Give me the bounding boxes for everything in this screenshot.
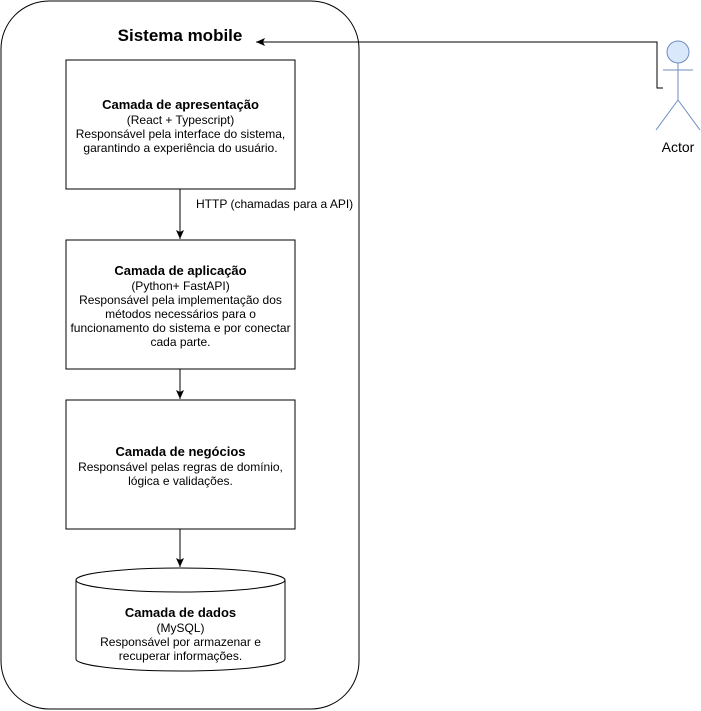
presentation-layer-line: (React + Typescript) (126, 113, 235, 127)
business-layer-line: Responsável pelas regras de domínio, (78, 460, 283, 474)
application-layer-line: (Python+ FastAPI) (131, 279, 230, 293)
application-layer-line: Responsável pela implementação dos (79, 293, 282, 307)
application-layer-title: Camada de aplicação (114, 263, 247, 278)
data-layer-cylinder[interactable] (75, 567, 286, 672)
business-layer-line: lógica e validações. (128, 474, 233, 488)
business-layer-title: Camada de negócios (115, 444, 246, 459)
presentation-layer-text: Camada de apresentação (React + Typescri… (66, 97, 295, 155)
application-layer-line: cada parte. (150, 335, 211, 349)
data-layer-line: Responsável por armazenar e (100, 635, 261, 649)
data-layer-text: Camada de dados (MySQL) Responsável por … (76, 605, 285, 663)
presentation-layer-line: Responsável pela interface do sistema, (75, 127, 286, 141)
data-layer-line: recuperar informações. (118, 649, 243, 663)
actor-connector-arrow (256, 38, 663, 89)
http-label: HTTP (chamadas para a API) (196, 197, 354, 211)
actor-icon[interactable] (655, 40, 701, 131)
business-layer-text: Camada de negócios Responsável pelas reg… (66, 444, 295, 488)
data-layer-title: Camada de dados (124, 605, 237, 620)
container-title: Sistema mobile (117, 26, 243, 45)
actor-label: Actor (661, 139, 695, 155)
presentation-layer-title: Camada de apresentação (102, 97, 259, 112)
presentation-layer-line: garantindo a experiência do usuário. (83, 141, 278, 155)
presentation-layer-box[interactable] (65, 59, 296, 190)
application-layer-line: métodos necessários para o (105, 307, 256, 321)
business-layer-box[interactable] (65, 399, 296, 530)
application-layer-line: funcionamento do sistema e por conectar (70, 321, 291, 335)
application-layer-text: Camada de aplicação (Python+ FastAPI) Re… (66, 263, 295, 349)
application-layer-box[interactable] (65, 239, 296, 370)
data-layer-line: (MySQL) (156, 621, 205, 635)
